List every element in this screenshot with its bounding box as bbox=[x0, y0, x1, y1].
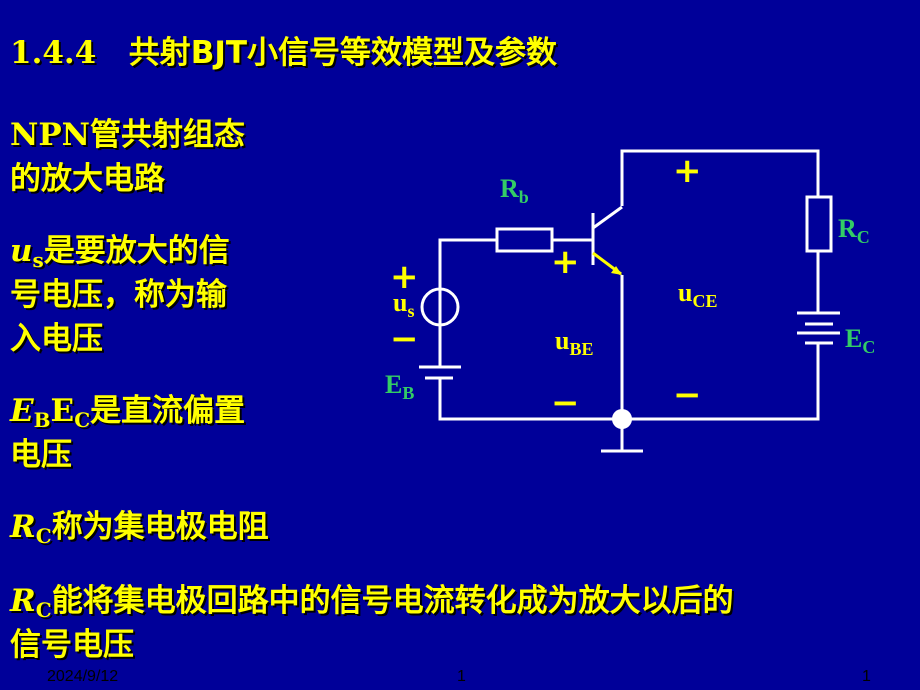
label-us: us bbox=[393, 288, 414, 322]
wire bbox=[438, 343, 820, 421]
label-ube: uBE bbox=[555, 326, 593, 360]
label-ec: EC bbox=[845, 324, 875, 358]
var: E bbox=[10, 393, 34, 429]
section-number: 1.4.4 bbox=[10, 35, 97, 71]
var: E bbox=[50, 393, 75, 429]
transistor-collector bbox=[592, 205, 623, 230]
slide-title: 1.4.4 共射BJT小信号等效模型及参数 bbox=[10, 34, 557, 72]
ground-node bbox=[612, 409, 632, 429]
label-var: u bbox=[555, 326, 570, 355]
label-sub: C bbox=[856, 227, 870, 247]
var: R bbox=[10, 509, 36, 545]
label-var: E bbox=[385, 370, 403, 399]
sub: C bbox=[74, 408, 91, 432]
text-line: us是要放大的信 bbox=[10, 232, 230, 279]
label-uce: uCE bbox=[678, 278, 717, 312]
text-line: RC能将集电极回路中的信号电流转化成为放大以后的 bbox=[10, 582, 734, 629]
plus-sign: + bbox=[551, 242, 580, 282]
label-eb: EB bbox=[385, 370, 414, 404]
text: 是直流偏置 bbox=[90, 393, 246, 429]
label-sub: b bbox=[518, 187, 529, 207]
text-line: 号电压，称为输 bbox=[10, 277, 227, 313]
minus-sign: − bbox=[673, 375, 702, 415]
label-rc: RC bbox=[838, 214, 870, 248]
minus-sign: − bbox=[390, 319, 419, 359]
footer-date: 2024/9/12 bbox=[47, 668, 119, 685]
text-line: 的放大电路 bbox=[10, 161, 165, 197]
label-rb: Rb bbox=[500, 174, 529, 208]
label-var: R bbox=[500, 174, 519, 203]
label-sub: CE bbox=[692, 291, 718, 311]
title-bjt: BJT bbox=[190, 35, 247, 71]
plus-sign: + bbox=[673, 151, 702, 191]
label-var: u bbox=[678, 278, 693, 307]
label-sub: BE bbox=[569, 339, 594, 359]
sub: C bbox=[35, 524, 52, 548]
text-line: 电压 bbox=[10, 437, 72, 473]
label-sub: B bbox=[402, 383, 415, 403]
resistor-rc bbox=[805, 195, 833, 253]
label-var: R bbox=[838, 214, 857, 243]
text: 称为集电极电阻 bbox=[51, 509, 269, 545]
var: u bbox=[10, 233, 33, 269]
sub: C bbox=[35, 598, 52, 622]
title-part: 小信号等效模型及参数 bbox=[247, 35, 557, 71]
text: 是要放大的信 bbox=[43, 233, 230, 269]
text-line: EBEC是直流偏置 bbox=[10, 392, 245, 439]
text: 能将集电极回路中的信号电流转化成为放大以后的 bbox=[51, 583, 734, 619]
resistor-rb bbox=[495, 227, 554, 253]
title-part: 共射 bbox=[128, 35, 191, 71]
wire bbox=[620, 149, 820, 206]
text-line: 入电压 bbox=[10, 321, 103, 357]
text-line: 信号电压 bbox=[10, 627, 134, 663]
footer-page-right: 1 bbox=[862, 668, 871, 685]
wire bbox=[438, 238, 497, 367]
text-line: NPN管共射组态 bbox=[10, 117, 245, 153]
sub: B bbox=[33, 408, 51, 432]
text-line: RC称为集电极电阻 bbox=[10, 508, 269, 555]
plus-sign: + bbox=[390, 257, 419, 297]
signal-source-us bbox=[420, 287, 460, 327]
label-var: E bbox=[845, 324, 863, 353]
label-sub: s bbox=[407, 301, 415, 321]
arrow-head bbox=[611, 266, 622, 275]
minus-sign: − bbox=[551, 383, 580, 423]
label-sub: C bbox=[862, 337, 876, 357]
label-var: u bbox=[393, 288, 408, 317]
footer-page-center: 1 bbox=[457, 668, 466, 685]
sub: s bbox=[32, 248, 44, 272]
var: R bbox=[10, 583, 36, 619]
